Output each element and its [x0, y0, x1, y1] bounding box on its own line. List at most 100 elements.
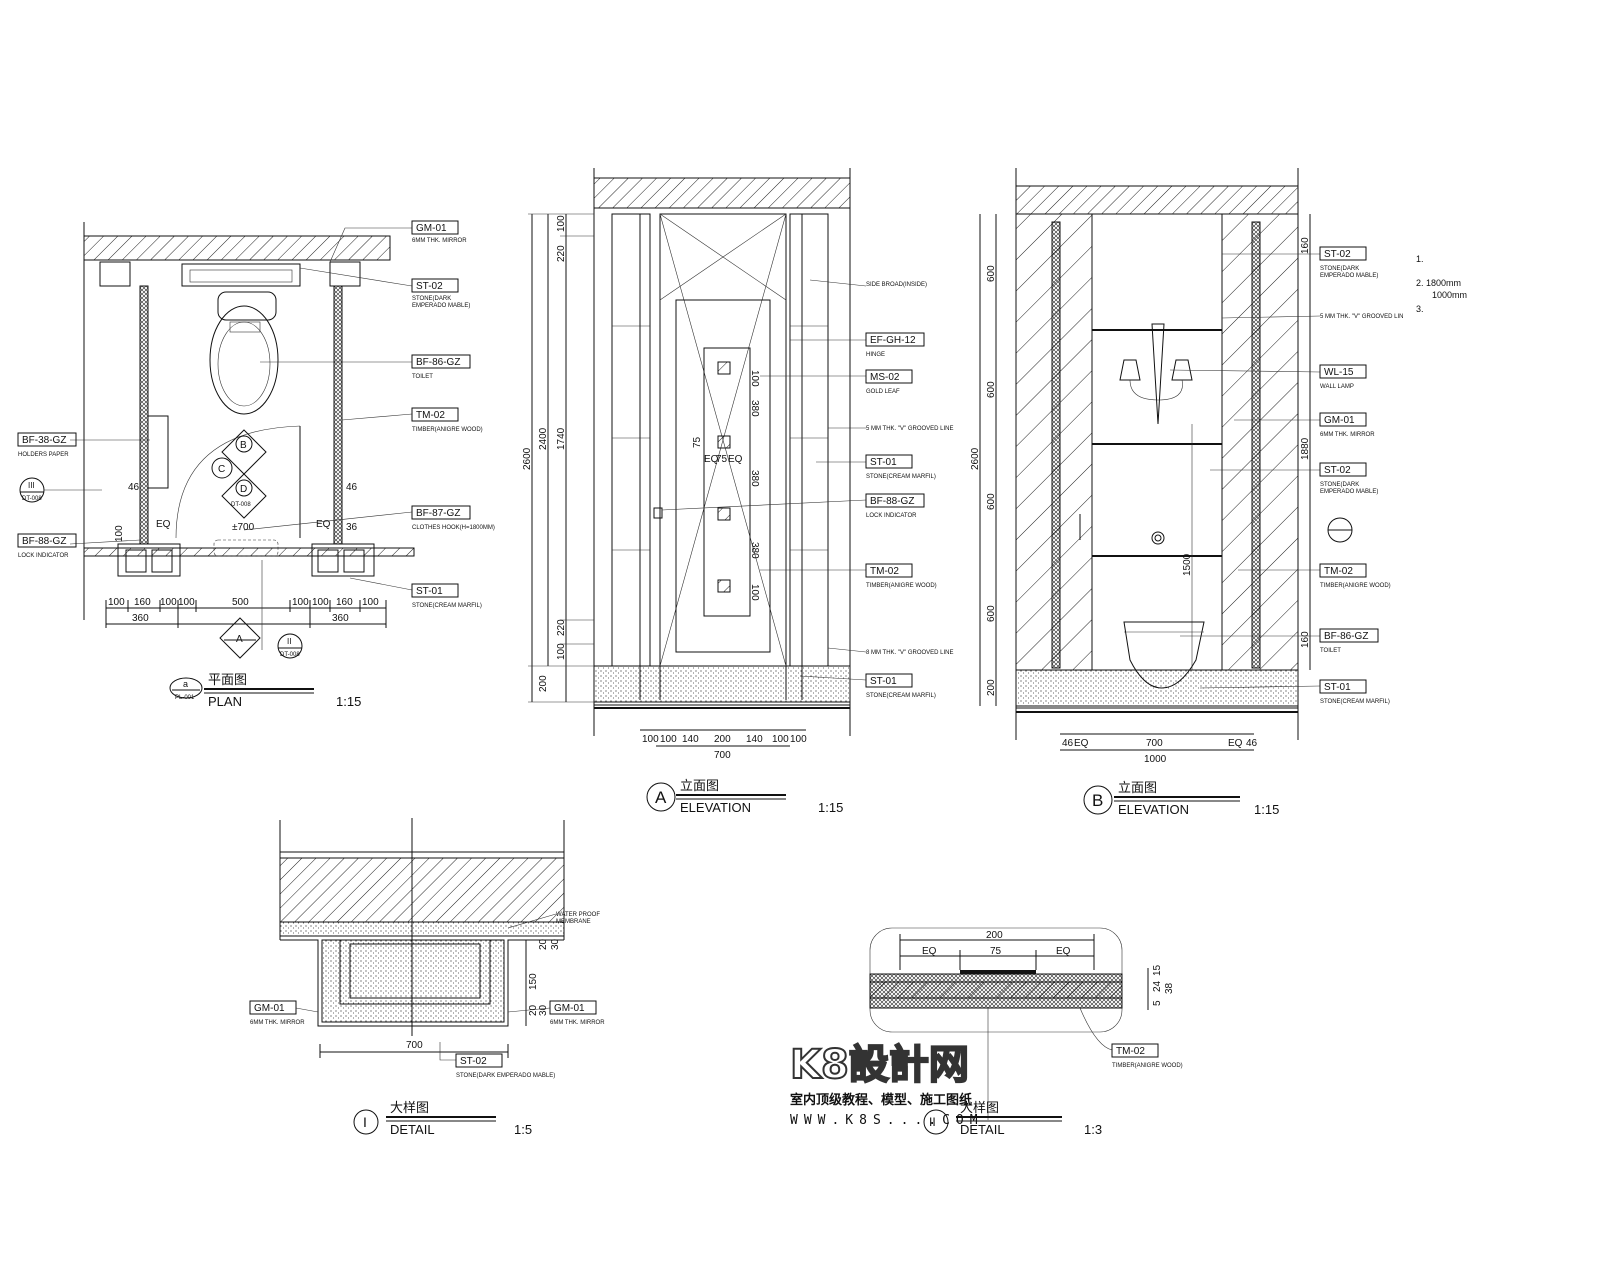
detail-i-dimensions: 700 150 20 30 20 30 — [406, 938, 561, 1051]
svg-text:2600: 2600 — [970, 447, 981, 470]
svg-text:46: 46 — [1246, 738, 1258, 749]
svg-text:100: 100 — [790, 734, 807, 745]
svg-text:220: 220 — [556, 245, 567, 262]
svg-text:TIMBER(ANIGRE WOOD): TIMBER(ANIGRE WOOD) — [1320, 583, 1391, 589]
svg-text:75: 75 — [692, 436, 703, 448]
svg-text:BF-88-GZ: BF-88-GZ — [870, 496, 914, 507]
svg-text:PL-001: PL-001 — [175, 695, 195, 701]
svg-text:100: 100 — [772, 734, 789, 745]
svg-text:STONE(DARK: STONE(DARK — [1320, 266, 1359, 272]
svg-text:WATER PROOF: WATER PROOF — [556, 912, 600, 918]
svg-text:100: 100 — [292, 597, 309, 608]
svg-text:46: 46 — [1062, 738, 1074, 749]
watermark-line1: 室内顶级教程、模型、施工图纸 — [790, 1092, 972, 1108]
svg-text:1:15: 1:15 — [336, 694, 361, 709]
svg-text:EQ: EQ — [728, 454, 743, 465]
svg-text:150: 150 — [528, 973, 539, 990]
tag-groove-a1: 5 MM THK. "V" GROOVED LINE — [866, 426, 954, 432]
svg-text:700: 700 — [1146, 738, 1163, 749]
svg-text:立面图: 立面图 — [1118, 780, 1157, 795]
svg-text:HINGE: HINGE — [866, 352, 885, 358]
svg-text:160: 160 — [1300, 631, 1311, 648]
svg-text:STONE(DARK: STONE(DARK — [1320, 482, 1359, 488]
tag-bf86-b: BF-86-GZ TOILET — [1319, 628, 1379, 654]
svg-text:6MM THK. MIRROR: 6MM THK. MIRROR — [412, 238, 467, 244]
detail-i-view — [279, 818, 565, 1061]
section-marker-ii — [277, 633, 303, 659]
svg-text:200: 200 — [986, 930, 1003, 941]
tag-gm01-d2: GM-01 6MM THK. MIRROR — [549, 1000, 605, 1026]
elevation-a-view — [528, 168, 867, 747]
svg-text:140: 140 — [682, 734, 699, 745]
svg-text:100: 100 — [660, 734, 677, 745]
tag-st01-a1: ST-01 STONE(CREAM MARFIL) — [865, 454, 936, 480]
marker-b-label: B — [240, 440, 247, 451]
svg-text:700: 700 — [406, 1040, 423, 1051]
svg-text:立面图: 立面图 — [680, 778, 719, 793]
elevation-b-dimensions: 46 EQ 700 EQ 46 1000 600 600 600 600 200… — [970, 237, 1311, 765]
svg-text:380: 380 — [749, 542, 760, 559]
svg-text:160: 160 — [1300, 237, 1311, 254]
svg-text:1:15: 1:15 — [1254, 802, 1279, 817]
tag-tm02-d2: TM-02 TIMBER(ANIGRE WOOD) — [1111, 1043, 1183, 1069]
svg-text:BF-86-GZ: BF-86-GZ — [416, 357, 460, 368]
svg-text:PLAN: PLAN — [208, 694, 242, 709]
svg-text:EMPERADO MABLE): EMPERADO MABLE) — [1320, 273, 1378, 279]
tag-gm01-d1: GM-01 6MM THK. MIRROR — [249, 1000, 305, 1026]
svg-text:1880: 1880 — [1300, 437, 1311, 460]
svg-text:3.: 3. — [1416, 304, 1424, 314]
svg-text:30: 30 — [538, 1004, 549, 1016]
svg-text:200: 200 — [986, 679, 997, 696]
svg-text:600: 600 — [986, 605, 997, 622]
watermark-logo: K8設計网 — [790, 1042, 969, 1088]
svg-text:STONE(DARK EMPERADO MABLE): STONE(DARK EMPERADO MABLE) — [456, 1073, 555, 1079]
svg-text:46: 46 — [128, 482, 140, 493]
watermark-line2: WWW.K8S....COM — [790, 1113, 984, 1128]
svg-text:6MM THK. MIRROR: 6MM THK. MIRROR — [1320, 432, 1375, 438]
svg-text:GM-01: GM-01 — [254, 1003, 285, 1014]
marker-i-ref: DT-008 — [22, 496, 42, 502]
tag-tm02-b: TM-02 TIMBER(ANIGRE WOOD) — [1319, 563, 1391, 589]
svg-text:GM-01: GM-01 — [554, 1003, 585, 1014]
svg-text:TOILET: TOILET — [1320, 648, 1341, 654]
detail-ii-view — [869, 927, 1149, 1120]
tag-gm01-b: GM-01 6MM THK. MIRROR — [1319, 412, 1375, 438]
svg-text:46: 46 — [346, 482, 358, 493]
svg-text:ST-01: ST-01 — [416, 586, 443, 597]
tag-groove-a2: 8 MM THK. "V" GROOVED LINE — [866, 650, 954, 656]
title-detail-i: I 大样图 DETAIL 1:5 — [353, 1100, 532, 1137]
svg-text:100: 100 — [114, 525, 125, 542]
svg-text:EMPERADO MABLE): EMPERADO MABLE) — [412, 303, 470, 309]
svg-text:TM-02: TM-02 — [1324, 566, 1353, 577]
plan-view — [19, 222, 415, 659]
svg-text:1500: 1500 — [1182, 553, 1193, 576]
svg-text:100: 100 — [556, 643, 567, 660]
elevation-a-dimensions: 100 100 140 200 140 100 100 700 100 220 … — [522, 215, 807, 761]
svg-text:LOCK INDICATOR: LOCK INDICATOR — [18, 553, 69, 559]
svg-text:±700: ±700 — [232, 522, 255, 533]
svg-text:BF-88-GZ: BF-88-GZ — [22, 536, 66, 547]
svg-text:1:15: 1:15 — [818, 800, 843, 815]
detail-ii-dimensions: 200 EQ 75 EQ 15 24 5 38 — [922, 930, 1175, 1006]
svg-text:38: 38 — [1164, 982, 1175, 994]
svg-text:STONE(CREAM MARFIL): STONE(CREAM MARFIL) — [412, 603, 482, 609]
svg-text:20: 20 — [528, 1004, 539, 1016]
svg-text:2. 1800mm: 2. 1800mm — [1416, 278, 1461, 288]
svg-text:140: 140 — [746, 734, 763, 745]
svg-text:24: 24 — [1152, 980, 1163, 992]
tag-wl15: WL-15 WALL LAMP — [1319, 364, 1367, 390]
tag-groove-b: 5 MM THK. "V" GROOVED LIN — [1320, 314, 1404, 320]
svg-text:5: 5 — [1152, 1000, 1163, 1006]
svg-text:II: II — [929, 1115, 936, 1129]
plan-dim-ticks — [105, 600, 387, 628]
svg-text:EQ: EQ — [1228, 738, 1243, 749]
title-elevation-b: B 立面图 ELEVATION 1:15 — [1083, 780, 1279, 817]
svg-text:WALL LAMP: WALL LAMP — [1320, 384, 1354, 390]
svg-text:36: 36 — [346, 522, 358, 533]
tag-bf86: BF-86-GZ TOILET — [411, 354, 471, 380]
svg-text:STONE(DARK: STONE(DARK — [412, 296, 451, 302]
marker-c-label: C — [218, 464, 225, 475]
tag-waterproof: WATER PROOF MEMBRANE — [556, 912, 600, 925]
tag-efgh12: EF-GH-12 HINGE — [865, 332, 925, 358]
